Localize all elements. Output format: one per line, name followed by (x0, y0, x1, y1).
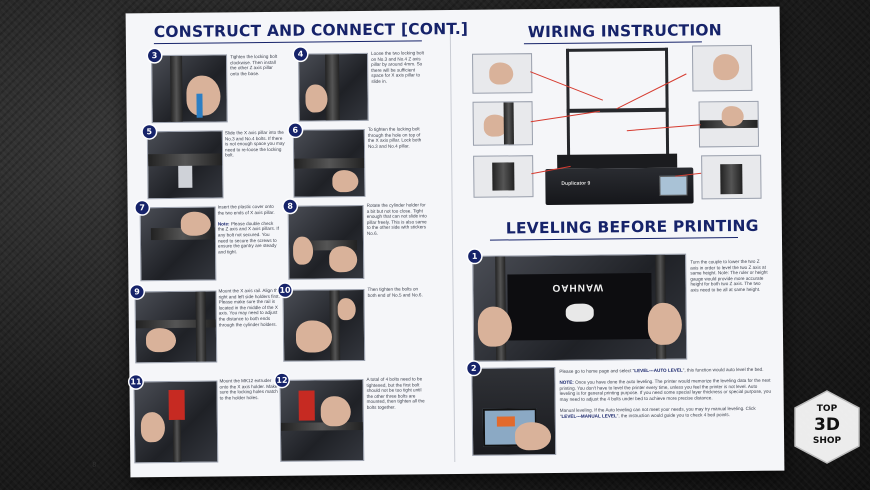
step-number: 6 (288, 123, 302, 137)
note-label: NOTE: (559, 379, 574, 386)
wiring-detail-photo (472, 101, 533, 146)
logo-line-2: 3D (814, 415, 840, 435)
step-number: 11 (129, 375, 143, 389)
step-7-note-label: Note: (217, 221, 230, 227)
step-11-text: Mount the MK12 extruder onto the X axis … (219, 377, 278, 401)
step-number: 7 (135, 201, 149, 215)
step-number: 9 (130, 285, 144, 299)
step-6-text: To tighten the locking bolt through the … (367, 126, 422, 149)
step-7-photo (139, 206, 217, 282)
left-page-heading: CONSTRUCT AND CONNECT [CONT.] (153, 19, 469, 42)
auto-level-menu: LEVEL---AUTO LEVEL (634, 367, 683, 374)
step-7-text: Insert the plastic cover onto the two en… (218, 204, 281, 255)
step-number: 2 (467, 361, 481, 375)
manual-spread: CONSTRUCT AND CONNECT [CONT.] 3 Tighten … (92, 6, 785, 478)
page-fold (449, 28, 456, 463)
step-6-photo (292, 128, 366, 198)
step-number: 3 (147, 49, 162, 63)
wiring-detail-photo (473, 155, 534, 198)
step-8-text: Rotate the cylinder holder for a bit but… (366, 202, 427, 236)
leveling-step-1-text: Turn the couple to lower the two Z axis … (690, 258, 768, 293)
step-3-photo (151, 54, 228, 124)
step-12-photo (279, 378, 365, 462)
step-11-photo (133, 380, 219, 464)
wiring-detail-photo (472, 53, 533, 94)
step-12-text: A total of 4 bolts need to be tightened,… (366, 376, 425, 410)
leveling-photo-2 (471, 366, 557, 456)
step-10-photo (282, 288, 366, 362)
step-4-text: Loose the two locking bolt on No.3 and N… (370, 50, 424, 84)
auto-level-instr-post: ", this function would auto level the be… (682, 366, 764, 373)
step-number: 5 (142, 125, 156, 139)
printer-frame (565, 47, 670, 164)
heading-underline (523, 41, 702, 45)
cube-outline-icon (794, 390, 860, 464)
wiring-detail-photo (701, 154, 762, 200)
leveling-heading: LEVELING BEFORE PRINTING (505, 216, 759, 238)
step-9-text: Mount the X axis rail. Align the right a… (218, 287, 281, 328)
auto-level-instr-pre: Please go to home page and select " (559, 368, 635, 374)
leveling-photo-1: WANHAO (472, 253, 688, 362)
manual-level-instr-post: ", the instruction would guide you to ch… (616, 411, 731, 419)
step-10-text: Then tighten the bolts on both end of No… (367, 286, 423, 298)
logo-line-3: SHOP (812, 436, 842, 446)
heading-underline (489, 237, 738, 241)
step-8-photo (287, 204, 365, 280)
leveling-step-2-text: Please go to home page and select "LEVEL… (559, 367, 772, 420)
printer-extruder (605, 100, 617, 118)
wiring-detail-photo (698, 100, 760, 148)
page-number: 8 (92, 461, 97, 469)
step-4-photo (298, 52, 369, 122)
step-number: 1 (468, 249, 482, 263)
step-5-text: Slide the X axis pillar into the No.3 an… (224, 129, 285, 158)
wiring-heading: WIRING INSTRUCTION (527, 21, 723, 42)
step-9-photo (134, 290, 218, 364)
top3dshop-logo: TOP 3D SHOP (792, 388, 862, 466)
step-7-main: Insert the plastic cover onto the two en… (217, 203, 275, 216)
heading-underline (153, 40, 422, 45)
step-number: 4 (293, 47, 308, 61)
step-number: 10 (278, 283, 292, 297)
printer-screen (659, 175, 688, 196)
logo-line-1: TOP (816, 404, 838, 414)
wiring-detail-photo (691, 44, 753, 92)
step-5-photo (146, 130, 224, 200)
step-number: 12 (275, 373, 289, 387)
printer-bed (557, 153, 678, 169)
step-number: 8 (283, 199, 297, 213)
leveling-note: Once you have done the auto leveling. Th… (559, 377, 772, 402)
printer-brand: Duplicator 9 (561, 180, 591, 187)
manual-level-menu: LEVEL---MANUAL LEVEL (561, 413, 617, 419)
bed-logo: WANHAO (551, 281, 604, 293)
step-3-text: Tighten the locking bolt clockwise. Then… (230, 53, 278, 77)
